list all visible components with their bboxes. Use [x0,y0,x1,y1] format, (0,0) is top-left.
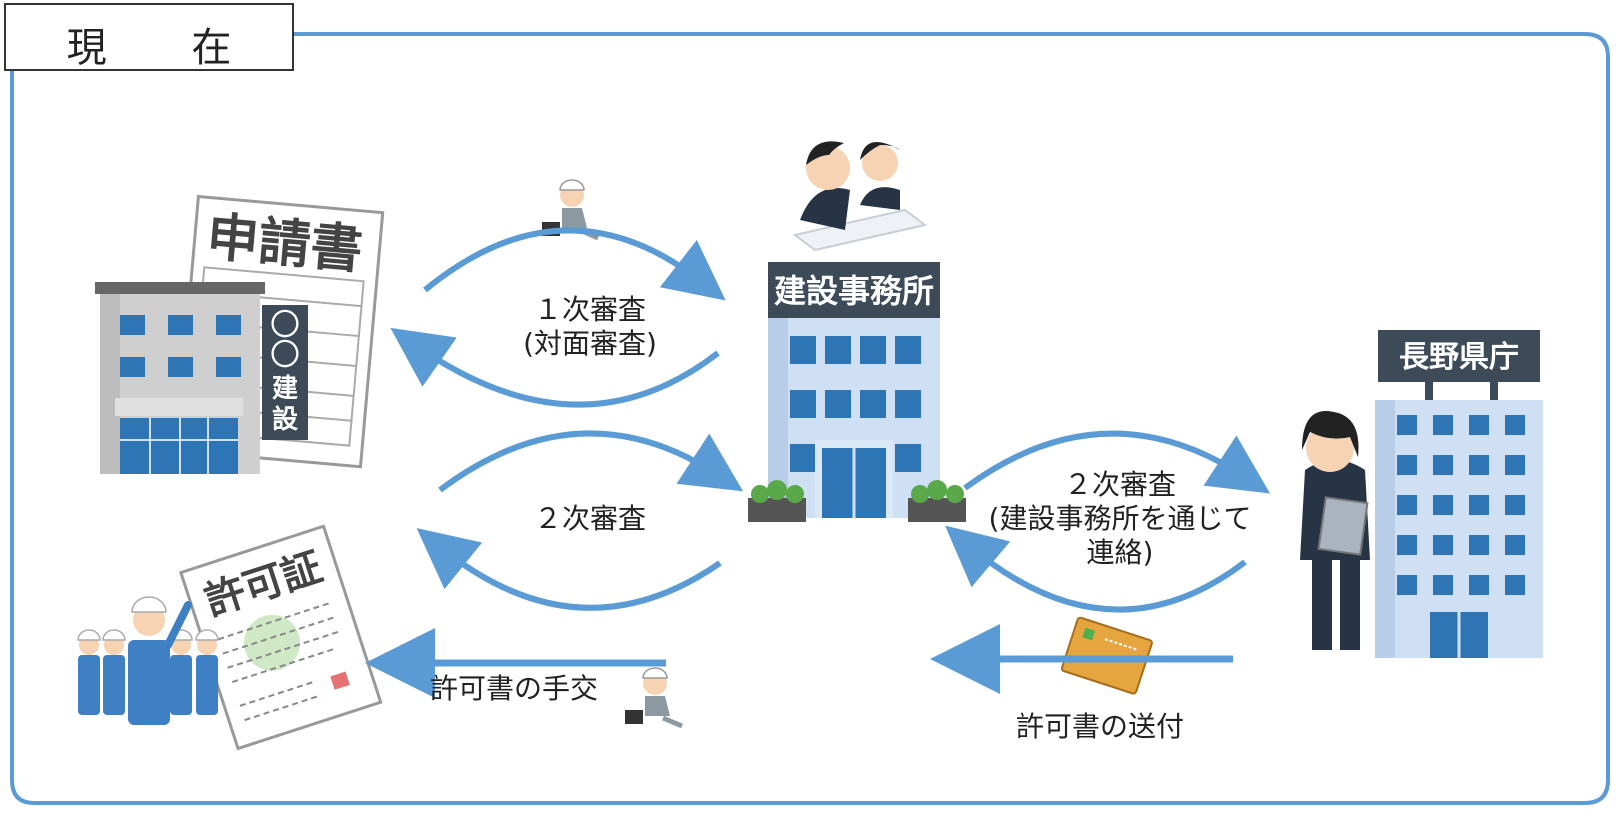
prefecture-window [1433,495,1453,515]
form-title: 申請書 [204,208,365,281]
prefecture-window [1397,415,1417,435]
outer-frame [10,32,1610,805]
prefecture-sign-text: 長野県庁 [1399,340,1519,375]
label-review1-line1: １次審査 [533,293,646,326]
arrow-review2-to-office-right [945,525,1247,613]
label-review2-right: ２次審査 (建設事務所を通じて 連絡) [965,468,1275,570]
label-mailing: 許可書の送付 [1015,710,1184,743]
label-review2-right-line2: (建設事務所を通じて [988,502,1252,535]
prefecture-window [1433,575,1453,595]
applicant-sign-char-3: 建 [272,374,298,404]
prefecture-window [1469,495,1489,515]
prefecture-window [1505,415,1525,435]
label-handover: 許可書の手交 [430,672,599,705]
page-title: 現 在 [66,25,268,71]
office-sign-text: 建設事務所 [774,272,934,310]
prefecture-window [1505,455,1525,475]
arrow-review1-to-office [423,227,726,301]
label-review2-right-line1: ２次審査 [1063,468,1176,501]
construction-office-building-icon: 建設事務所 [748,141,966,522]
applicant-building-icon: 申請書 〇 〇 建 設 [95,194,385,474]
arrow-review1-to-applicant [390,327,720,408]
label-review2-left: ２次審査 [533,502,646,535]
label-review2-right-line3: 連絡) [1086,536,1154,569]
prefecture-window [1397,495,1417,515]
meeting-people-icon [792,141,928,252]
applicant-sign [262,305,308,440]
construction-workers-icon [77,596,219,725]
arrow-review2-to-office [438,430,744,493]
label-review1-line2: (対面審査) [523,327,657,360]
prefecture-window [1397,535,1417,555]
prefecture-window [1469,575,1489,595]
prefecture-sign [1378,330,1540,382]
prefecture-building-icon: 長野県庁 [1300,330,1543,658]
prefecture-window [1469,415,1489,435]
applicant-sign-char-2: 〇 [270,338,300,373]
arrow-review2-to-prefecture [963,430,1271,494]
prefecture-window [1433,455,1453,475]
prefecture-window [1505,575,1525,595]
prefecture-window [1469,535,1489,555]
title-box: 現 在 [4,3,294,71]
office-sign [768,262,940,318]
label-review1: １次審査 (対面審査) [480,293,700,361]
prefecture-window [1397,575,1417,595]
runner-icon-bottom [625,667,683,729]
prefecture-window [1469,455,1489,475]
arrow-review2-to-applicant [416,528,722,611]
applicant-sign-char-1: 〇 [270,308,300,343]
applicant-sign-char-4: 設 [272,404,299,435]
prefecture-window [1505,495,1525,515]
prefecture-officer-icon [1300,411,1370,650]
prefecture-window [1397,455,1417,475]
prefecture-window [1433,535,1453,555]
prefecture-window [1505,535,1525,555]
prefecture-window [1433,415,1453,435]
